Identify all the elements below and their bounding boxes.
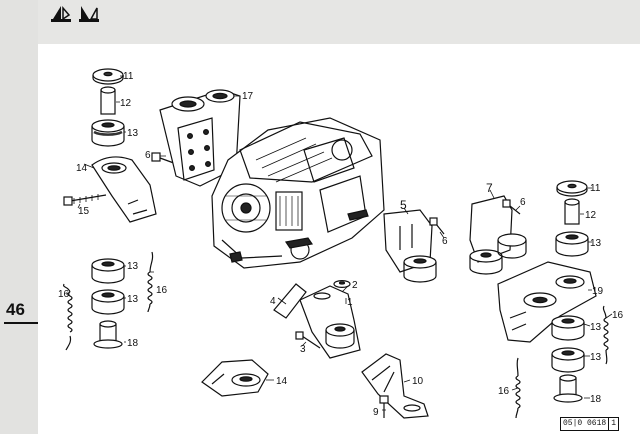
callout-label: 13 [590,322,602,333]
bracket-part [469,195,527,275]
rubber-mount-part [91,289,125,315]
callout-label: 12 [120,98,132,109]
callout-label: 17 [242,91,254,102]
callout-label: 10 [412,376,424,387]
callout-label: 3 [300,344,306,355]
rubber-mount-part [551,347,585,373]
callout-label: 14 [76,163,88,174]
callout-label: 4 [270,296,276,307]
callout-label: 6 [520,197,526,208]
callout-label: 5 [400,198,407,212]
callout-label: 7 [486,181,493,195]
spacer-sleeve-part [100,86,116,115]
spring-part [63,283,73,351]
callout-label: 13 [590,352,602,363]
callout-label: 1 [347,297,353,308]
rubber-mount-part [551,315,585,341]
washer-part [333,280,351,289]
left-margin-band [0,0,38,434]
engine-mount-left-logo-icon [51,5,71,22]
callout-label: 2 [352,280,358,291]
rubber-mount-part [91,258,125,284]
engine-mount-right-logo-icon [79,6,99,22]
spring-part [515,357,521,419]
rubber-mount-part [555,231,589,257]
bracket-part [201,359,269,397]
callout-label: 18 [127,338,139,349]
engine-block-part [211,117,385,269]
callout-label: 12 [585,210,597,221]
bolt-part [295,331,321,349]
callout-label: 9 [373,407,379,418]
callout-label: 11 [123,71,134,82]
callout-label: 6 [442,236,448,247]
page-number: 46 [6,300,25,319]
bracket-part [383,209,437,283]
bolt-part [379,395,389,418]
callout-label: 18 [590,394,602,405]
rubber-mount-part [91,119,125,147]
bolt-part [429,217,445,235]
bracket-part [497,261,597,343]
drawing-code: 05|0 0618 [563,419,607,428]
washer-part [92,68,124,85]
bracket-part [91,156,157,223]
callout-label: 13 [127,294,139,305]
callout-label: 13 [590,238,602,249]
callout-label: 19 [592,286,604,297]
bolt-part [502,199,521,215]
bolt-part [63,194,107,206]
callout-label: 16 [156,285,168,296]
callout-label: 16 [58,289,70,300]
header-band [0,0,640,44]
spring-part [602,305,609,365]
callout-label: 16 [498,386,510,397]
washer-part [556,180,588,197]
callout-label: 13 [127,128,139,139]
callout-label: 11 [590,183,601,194]
callout-label: 15 [78,206,90,217]
callout-label: 13 [127,261,139,272]
spring-part [147,251,154,313]
spacer-sleeve-part [553,374,583,403]
spacer-sleeve-part [564,198,580,225]
drawing-revision: 1 [608,418,618,430]
bracket-part [273,283,361,359]
callout-label: 6 [145,150,151,161]
spacer-sleeve-part [93,320,123,349]
page-number-rule [4,322,38,324]
drawing-code-box: 05|0 0618 1 [560,417,620,431]
callout-label: 16 [612,310,624,321]
callout-label: 14 [276,376,288,387]
